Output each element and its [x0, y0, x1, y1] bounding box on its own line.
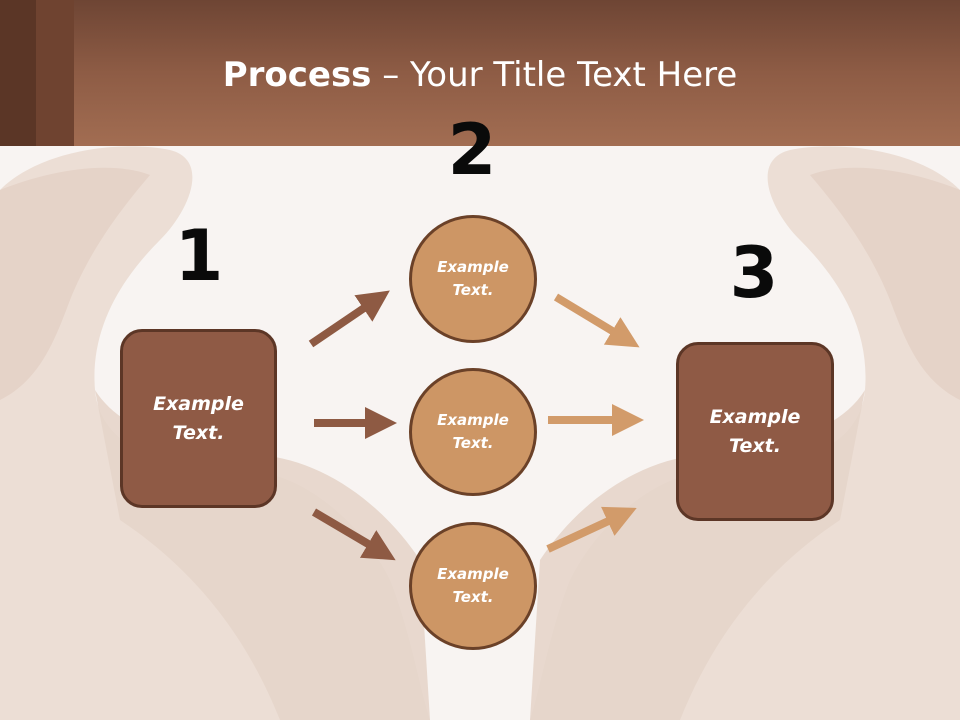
circle-text: Example Text.: [423, 563, 523, 609]
title-bold: Process: [222, 55, 372, 95]
step-3-box: Example Text.: [676, 342, 834, 521]
circle-text: Example Text.: [423, 256, 523, 302]
text-line: Example: [153, 392, 244, 415]
text-line: Example: [709, 405, 801, 428]
text-line: Text.: [172, 421, 225, 444]
arrow-left-to-top: [308, 290, 390, 348]
step-1-box-text: Example Text.: [139, 390, 259, 448]
step-1-box: Example Text.: [120, 329, 277, 508]
title-rest: – Your Title Text Here: [371, 55, 738, 95]
arrow-bottom-to-right: [546, 506, 637, 553]
text-line: Text.: [729, 434, 781, 457]
arrow-left-to-bottom: [311, 508, 396, 561]
text-line: Text.: [452, 281, 494, 299]
step-3-box-text: Example Text.: [695, 403, 815, 461]
text-line: Text.: [452, 588, 494, 606]
title-bar-stripe: [0, 0, 36, 146]
step-number-2: 2: [447, 109, 497, 191]
step-2-circle-top: Example Text.: [409, 215, 537, 343]
arrow-top-to-right: [553, 293, 640, 348]
slide-title: Process – Your Title Text Here: [0, 52, 960, 98]
step-number-3: 3: [729, 232, 779, 314]
step-number-1: 1: [174, 215, 224, 297]
text-line: Example: [437, 258, 509, 276]
step-2-circle-bottom: Example Text.: [409, 522, 537, 650]
text-line: Text.: [452, 434, 494, 452]
title-bar: Process – Your Title Text Here: [0, 0, 960, 146]
text-line: Example: [437, 565, 509, 583]
title-bar-stripe: [36, 0, 74, 146]
circle-text: Example Text.: [423, 409, 523, 455]
text-line: Example: [437, 411, 509, 429]
step-2-circle-middle: Example Text.: [409, 368, 537, 496]
